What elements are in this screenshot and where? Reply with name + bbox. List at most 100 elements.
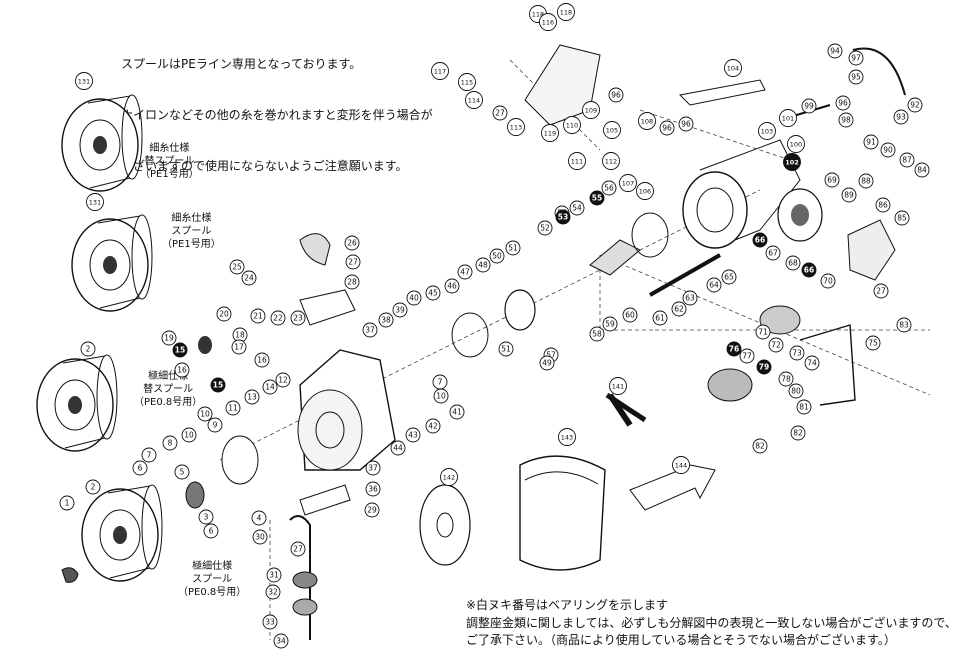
part-callout-71: 71 (755, 324, 771, 340)
part-callout-112: 112 (602, 152, 620, 170)
part-callout-108: 108 (638, 112, 656, 130)
callout-circle (765, 245, 781, 261)
part-callout-82: 82 (752, 438, 768, 454)
part-callout-119: 119 (541, 124, 559, 142)
callout-circle (252, 529, 268, 545)
callout-number: 27 (348, 258, 358, 267)
rotor (297, 349, 396, 471)
part-callout-19: 19 (161, 330, 177, 346)
part-callout-47: 47 (457, 264, 473, 280)
callout-circle (896, 317, 912, 333)
callout-circle (85, 479, 101, 495)
callout-number: 59 (605, 320, 615, 329)
callout-number: 1 (65, 499, 70, 508)
callout-number: 39 (395, 306, 405, 315)
callout-number: 142 (443, 474, 455, 482)
part-callout-23: 23 (290, 310, 306, 326)
callout-circle (789, 345, 805, 361)
part-callout-105: 105 (603, 121, 621, 139)
callout-number: 141 (612, 383, 624, 391)
callout-number: 18 (235, 331, 245, 340)
part-callout-70: 70 (820, 273, 836, 289)
callout-number: 109 (585, 107, 597, 115)
part-callout-66: 66 (801, 262, 817, 278)
callout-circle (210, 377, 226, 393)
callout-number: 13 (247, 393, 257, 402)
part-callout-82: 82 (790, 425, 806, 441)
callout-circle (378, 312, 394, 328)
callout-number: 49 (542, 359, 552, 368)
callout-circle (141, 447, 157, 463)
callout-circle (858, 173, 874, 189)
tool-141 (607, 393, 633, 427)
callout-circle (636, 182, 654, 200)
callout-number: 21 (253, 312, 263, 321)
callout-circle (787, 135, 805, 153)
callout-circle (59, 495, 75, 511)
callout-number: 15 (213, 381, 223, 390)
callout-circle (726, 341, 742, 357)
callout-number: 96 (681, 120, 691, 129)
callout-circle (785, 255, 801, 271)
part-callout-9: 9 (207, 417, 223, 433)
callout-number: 57 (546, 351, 556, 360)
part-callout-31: 31 (266, 567, 282, 583)
part-callout-51: 51 (498, 341, 514, 357)
part-callout-79: 79 (756, 359, 772, 375)
callout-circle (270, 310, 286, 326)
callout-number: 83 (899, 321, 909, 330)
callout-number: 65 (724, 273, 734, 282)
callout-number: 67 (768, 249, 778, 258)
part-callout-20: 20 (216, 306, 232, 322)
part-callout-7: 7 (432, 374, 448, 390)
callout-number: 22 (273, 314, 283, 323)
callout-circle (431, 62, 449, 80)
callout-circle (345, 254, 361, 270)
callout-number: 131 (89, 199, 101, 207)
callout-number: 56 (604, 184, 614, 193)
callout-circle (558, 428, 576, 446)
callout-number: 86 (878, 201, 888, 210)
callout-number: 11 (228, 404, 238, 413)
part-callout-72: 72 (768, 337, 784, 353)
callout-number: 74 (807, 359, 817, 368)
callout-number: 75 (868, 339, 878, 348)
callout-number: 68 (788, 259, 798, 268)
callout-number: 16 (177, 366, 187, 375)
callout-number: 48 (478, 261, 488, 270)
part-callout-64: 64 (706, 277, 722, 293)
top-note: スプールはPEライン専用となっております。 ナイロンなどその他の糸を巻かれますと… (121, 22, 433, 209)
callout-number: 36 (368, 485, 378, 494)
callout-circle (275, 372, 291, 388)
part-callout-80: 80 (788, 383, 804, 399)
callout-circle (229, 259, 245, 275)
spool-label-2-spare: 極細仕様 替スプール （PE0.8号用） (134, 371, 203, 408)
callout-number: 80 (791, 387, 801, 396)
callout-circle (539, 355, 555, 371)
handle-assembly (678, 79, 856, 406)
part-callout-78: 78 (778, 371, 794, 387)
callout-number: 6 (138, 464, 143, 473)
part-callout-63: 63 (682, 290, 698, 306)
callout-number: 5 (180, 468, 185, 477)
part-callout-96: 96 (835, 95, 851, 111)
callout-circle (755, 324, 771, 340)
pinion-gear (589, 239, 641, 276)
callout-circle (841, 187, 857, 203)
part-callout-100: 100 (787, 135, 805, 153)
callout-number: 3 (204, 513, 209, 522)
part-callout-56: 56 (601, 180, 617, 196)
callout-number: 93 (896, 113, 906, 122)
part-callout-44: 44 (390, 440, 406, 456)
callout-number: 77 (742, 352, 752, 361)
callout-number: 69 (827, 176, 837, 185)
spool-band-143 (519, 455, 606, 571)
callout-circle (739, 348, 755, 364)
callout-circle (344, 235, 360, 251)
spool-2-spare (36, 354, 118, 452)
part-callout-2: 2 (85, 479, 101, 495)
callout-circle (507, 118, 525, 136)
callout-circle (652, 310, 668, 326)
part-callout-16: 16 (174, 362, 190, 378)
